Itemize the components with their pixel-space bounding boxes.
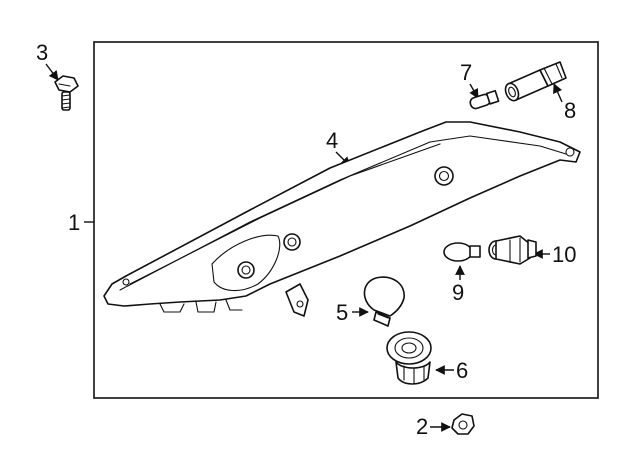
callout-5-label: 5 <box>336 300 348 325</box>
headlamp-housing-icon <box>103 121 581 317</box>
callout-7-arrow <box>469 83 479 99</box>
nut-icon <box>451 413 475 435</box>
callout-3-arrow <box>45 63 59 81</box>
part-7-bulb[interactable]: 7 <box>460 60 500 110</box>
part-4-headlamp-housing[interactable]: 4 <box>103 121 581 317</box>
callout-3-label: 3 <box>36 40 48 65</box>
callout-10-label: 10 <box>552 242 576 267</box>
part-8-socket[interactable]: 8 <box>503 61 576 123</box>
callout-1-label: 1 <box>68 210 80 235</box>
bolt-icon <box>54 75 79 111</box>
callout-8-label: 8 <box>564 98 576 123</box>
part-9-bulb[interactable]: 9 <box>443 242 481 305</box>
callout-2-label: 2 <box>416 414 428 439</box>
bulb-socket-icon <box>504 61 567 102</box>
socket-icon <box>386 331 432 385</box>
part-6-socket[interactable]: 6 <box>386 331 468 385</box>
part-5-bulb[interactable]: 5 <box>336 276 405 327</box>
part-3-bolt[interactable]: 3 <box>36 40 79 111</box>
callout-8-arrow <box>553 83 563 103</box>
callout-1[interactable]: 1 <box>68 210 94 235</box>
part-10-socket[interactable]: 10 <box>488 235 576 267</box>
callout-4-label: 4 <box>326 128 338 153</box>
callout-7-label: 7 <box>460 60 472 85</box>
part-2-nut[interactable]: 2 <box>416 413 475 439</box>
callout-9-label: 9 <box>452 280 464 305</box>
wedge-bulb-icon <box>469 89 500 110</box>
bulb-socket-icon <box>488 235 537 265</box>
bulb-icon <box>363 276 405 327</box>
callout-6-label: 6 <box>456 358 468 383</box>
wedge-bulb-icon <box>443 242 481 262</box>
